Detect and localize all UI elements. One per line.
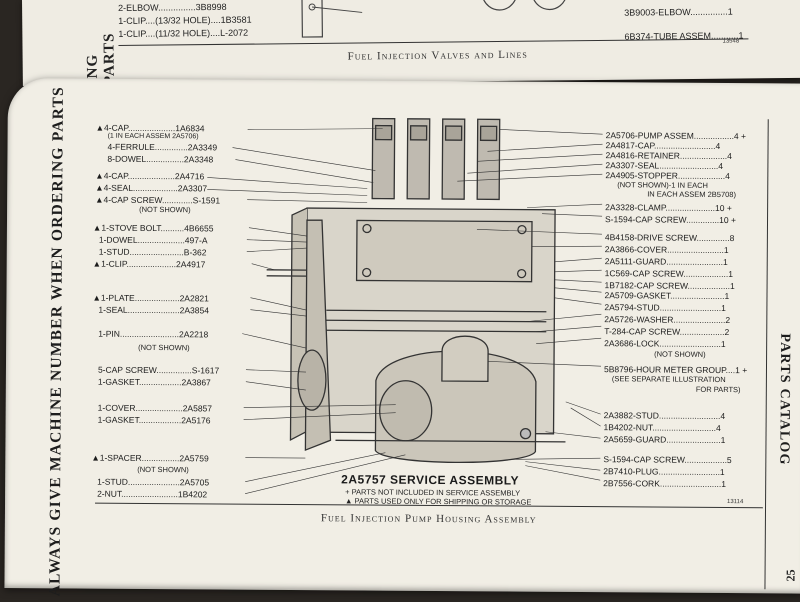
service-assembly-title: 2A5757 SERVICE ASSEMBLY (341, 472, 519, 487)
label-not-shown-2: (NOT SHOWN) (138, 343, 190, 353)
label-cap-screw-s1617: 5-CAP SCREW...............S-1617 (98, 365, 219, 376)
top-page: ING PARTS 2-ELBOW...............3B8998 1… (22, 0, 800, 86)
label-plate-2a2821: ▲1-PLATE...................2A2821 (92, 293, 209, 304)
page-number: 25 (784, 569, 799, 581)
label-gasket-2a3867: 1-GASKET..................2A3867 (98, 377, 211, 388)
label-cap-screw-s1591: ▲4-CAP SCREW.............S-1591 (95, 195, 220, 206)
label-nut-1b4202-r: 1B4202-NUT...........................4 (604, 422, 721, 433)
label-ferrule: 4-FERRULE..............2A3349 (107, 142, 217, 153)
top-row-1: 2-ELBOW...............3B8998 (118, 2, 227, 13)
label-seal-2a3854: 1-SEAL......................2A3854 (98, 305, 209, 316)
label-stud-b362: 1-STUD.......................B-362 (99, 247, 207, 258)
label-pin-2a2218: 1-PIN.........................2A2218 (98, 329, 208, 340)
label-drive-screw: 4B4158-DRIVE SCREW..............8 (605, 232, 735, 243)
label-not-shown-r: (NOT SHOWN) (654, 350, 706, 360)
label-cap-2a4716: ▲4-CAP....................2A4716 (95, 171, 204, 182)
label-guard-2a5659: 2A5659-GUARD.......................1 (603, 434, 725, 445)
label-clip-2a4917: ▲1-CLIP.....................2A4917 (93, 259, 206, 270)
label-lock: 2A3686-LOCK..........................1 (604, 338, 725, 349)
label-hour-meter-note-1: (SEE SEPARATE ILLUSTRATION (612, 374, 726, 385)
right-banner: PARTS CATALOG (775, 333, 792, 465)
label-cap-screw-s1594-b: S-1594-CAP SCREW..................5 (603, 454, 731, 465)
main-figure-number: 13114 (727, 499, 743, 505)
label-not-shown-1: (NOT SHOWN) (139, 205, 191, 215)
main-caption: Fuel Injection Pump Housing Assembly (321, 512, 537, 526)
label-cap-screw-t284: T-284-CAP SCREW...................2 (604, 326, 729, 337)
label-seal-2a3307: ▲4-SEAL...................2A3307 (95, 183, 207, 194)
top-page-side-label: ING PARTS (84, 0, 119, 85)
label-gasket-2a5176: 1-GASKET..................2A5176 (98, 415, 211, 426)
label-guard-2a5111: 2A5111-GUARD........................1 (605, 256, 728, 267)
label-dowel-2a3348: 8-DOWEL................2A3348 (107, 154, 213, 165)
label-dowel-497a: 1-DOWEL....................497-A (99, 235, 208, 246)
label-gasket-2a5709: 2A5709-GASKET.......................1 (604, 290, 729, 301)
label-note-in-each-assem: (1 IN EACH ASSEM 2A5706) (108, 132, 199, 143)
label-cover-2a3866: 2A3866-COVER........................1 (605, 244, 729, 255)
label-washer: 2A5726-WASHER......................2 (604, 314, 730, 325)
label-hour-meter-note-2: FOR PARTS) (696, 385, 741, 395)
label-cover-2a5857: 1-COVER....................2A5857 (98, 403, 212, 414)
top-caption: Fuel Injection Valves and Lines (348, 49, 528, 63)
label-clamp: 2A3328-CLAMP.....................10 + (605, 202, 732, 213)
top-row-3: 1-CLIP....(11/32 HOLE)....L-2072 (118, 28, 248, 39)
top-figure-number: 13548 (722, 38, 739, 44)
label-nut-1b4202: 2-NUT........................1B4202 (97, 489, 207, 500)
label-stopper-note-2: IN EACH ASSEM 2B5708) (647, 189, 736, 200)
label-cap-screw-1c569: 1C569-CAP SCREW...................1 (605, 268, 733, 279)
label-stud-2a5705: 1-STUD......................2A5705 (97, 477, 209, 488)
top-row-2: 1-CLIP....(13/32 HOLE)....1B3581 (118, 15, 252, 26)
label-stud-2a5794: 2A5794-STUD..........................1 (604, 302, 725, 313)
legend-line-2: ▲ PARTS USED ONLY FOR SHIPPING OR STORAG… (345, 496, 531, 506)
label-spacer-2a5759: ▲1-SPACER................2A5759 (91, 453, 208, 464)
label-cork: 2B7556-CORK..........................1 (603, 478, 726, 489)
label-plug: 2B7410-PLUG..........................1 (603, 466, 724, 477)
label-cap-screw-s1594: S-1594-CAP SCREW..............10 + (605, 214, 736, 225)
label-stove-bolt: ▲1-STOVE BOLT..........4B6655 (93, 223, 214, 234)
main-page: ALWAYS GIVE MACHINE NUMBER WHEN ORDERING… (4, 78, 800, 594)
label-not-shown-3: (NOT SHOWN) (137, 465, 189, 475)
label-stud-2a3882: 2A3882-STUD..........................4 (604, 410, 725, 421)
